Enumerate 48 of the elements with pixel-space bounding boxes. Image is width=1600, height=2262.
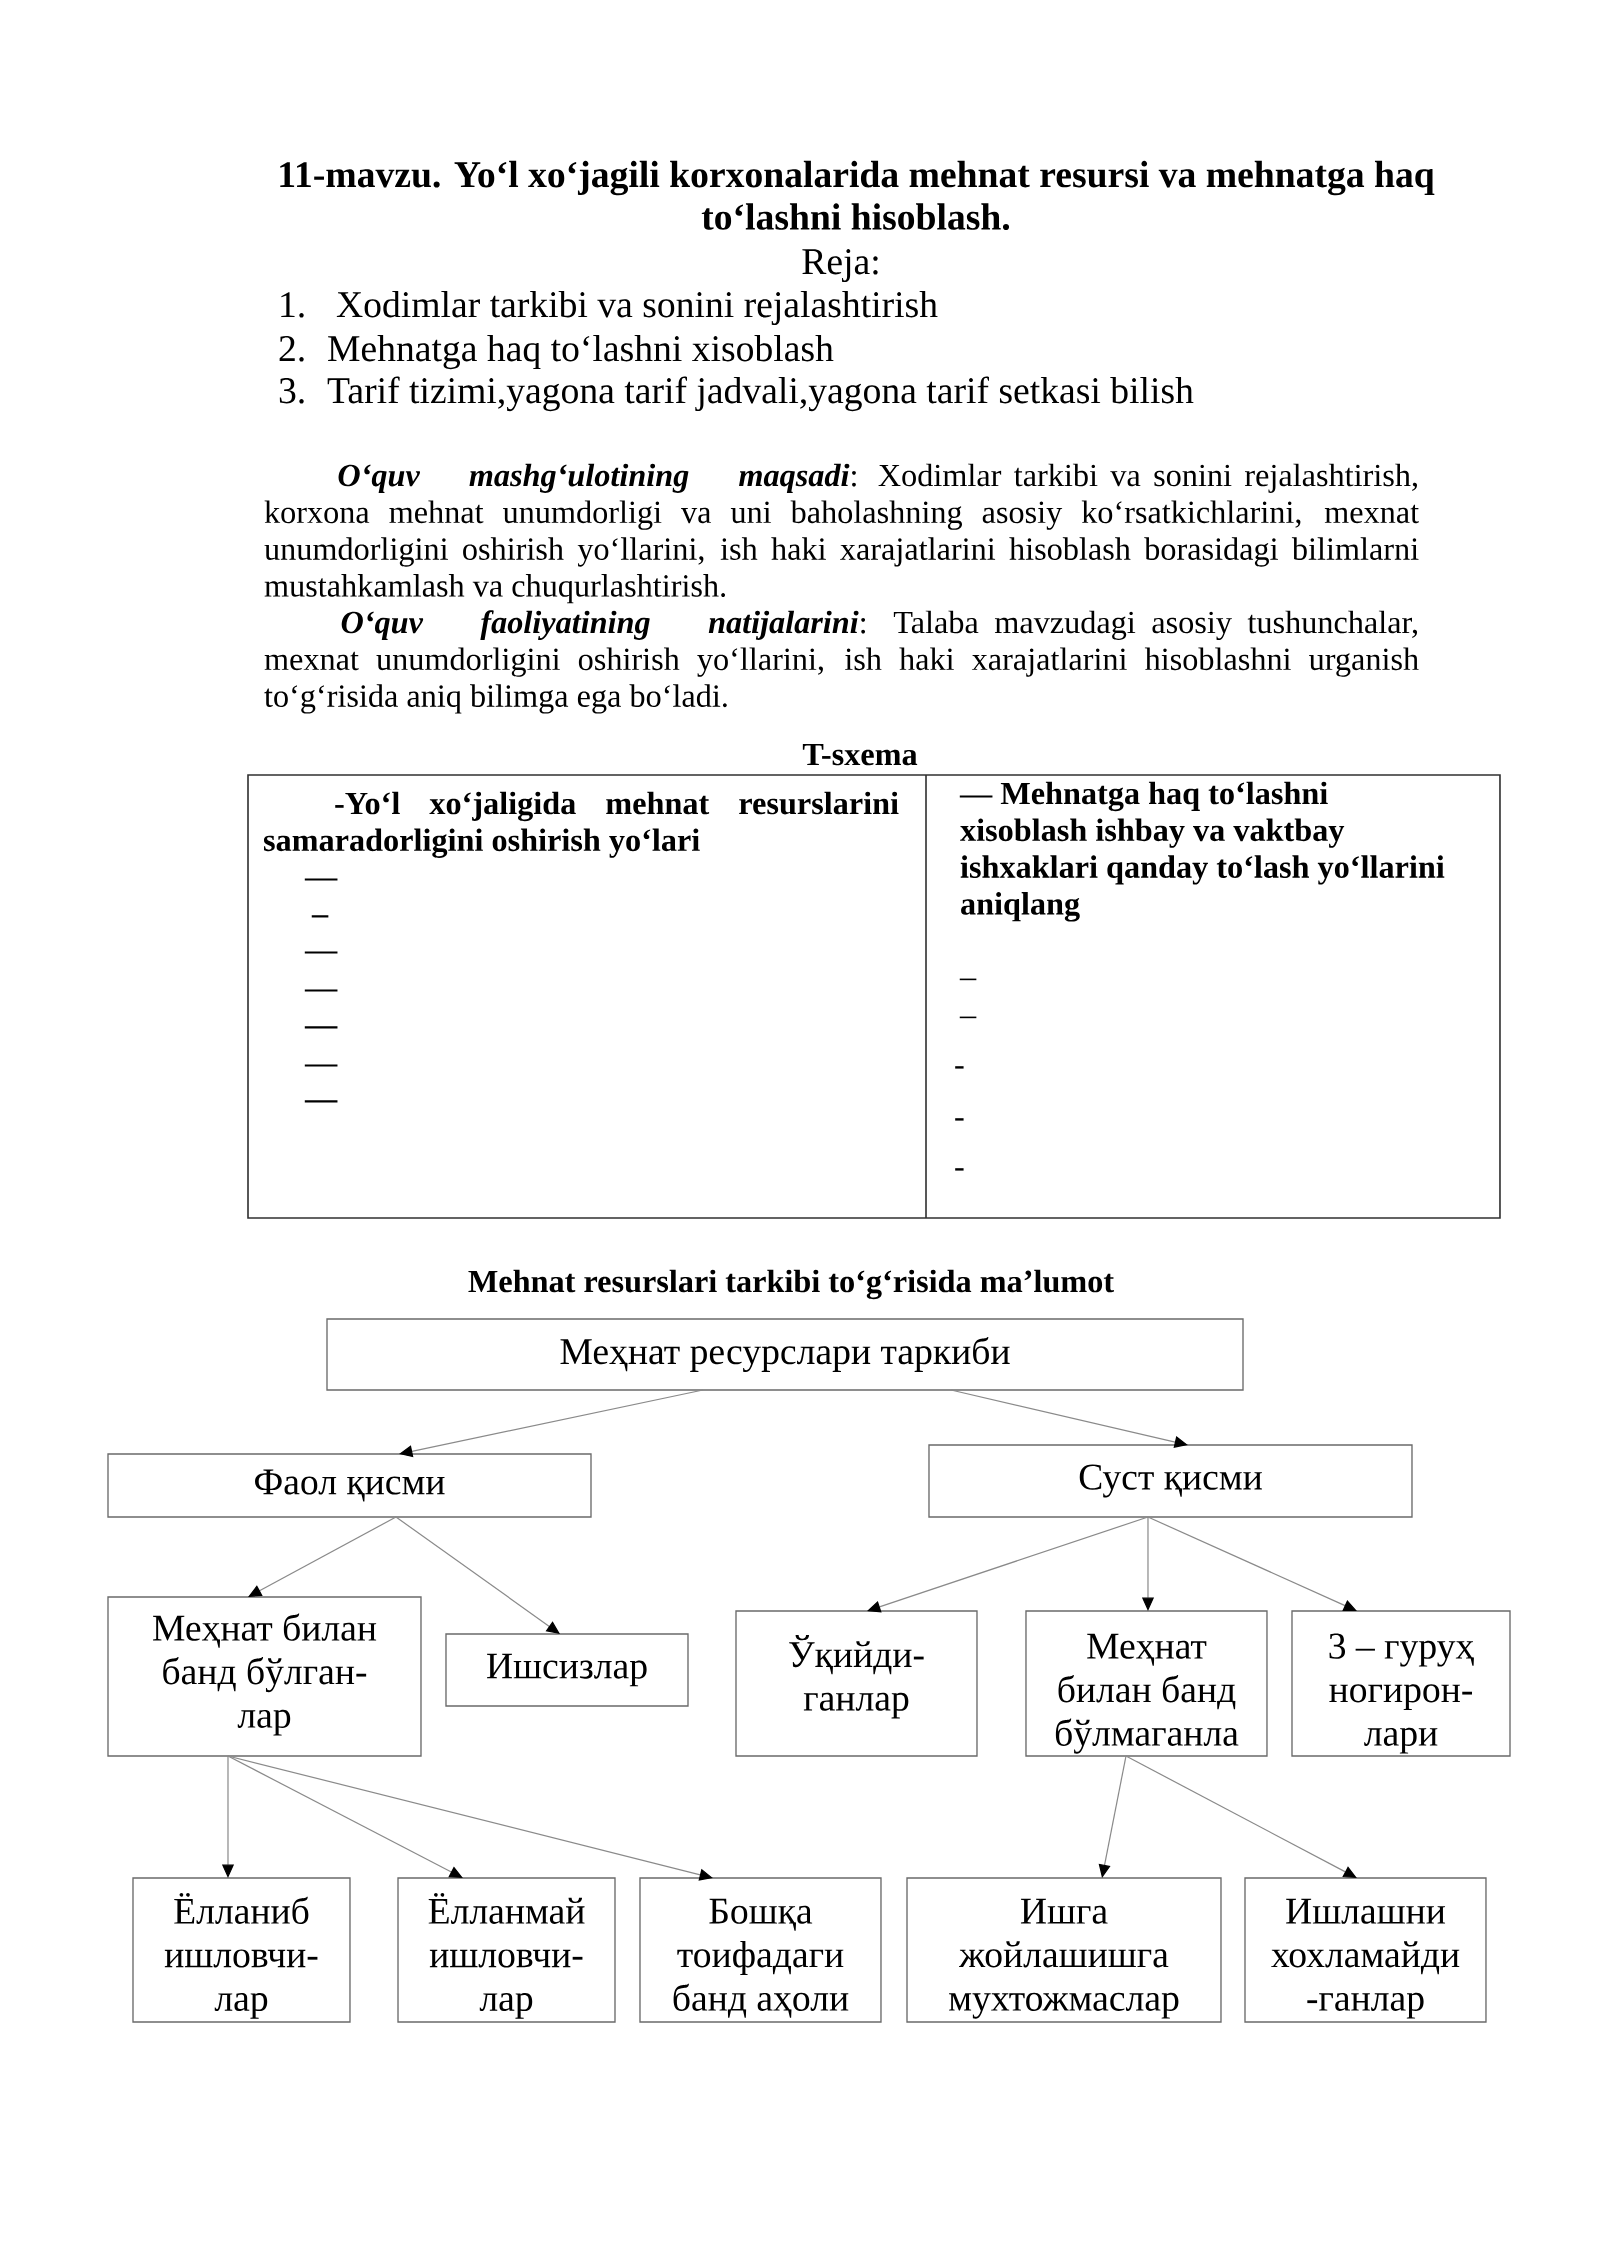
dash-bullet: - xyxy=(955,1066,964,1069)
dash-bullet: — xyxy=(304,1100,338,1103)
arrow xyxy=(399,1389,704,1458)
arrow xyxy=(1147,1516,1357,1612)
category-box: Ўқийди- ганлар xyxy=(735,1610,978,1757)
dash-bullet: _ xyxy=(959,1016,977,1019)
arrow xyxy=(1125,1755,1357,1878)
arrow xyxy=(248,1516,397,1597)
arrow xyxy=(950,1389,1188,1448)
arrow xyxy=(1098,1755,1127,1878)
paragraph: Oʻquv faoliyatining natijalarini: Talaba mavzudagi asosiy tushunchalar, mexnat unumdorligini oshirish yo‘llarini, ish haki xarajatlarini hisoblashni urganish toʻgʻrisida aniq bilimga ega boʻladi. xyxy=(264,610,1419,714)
arrow xyxy=(227,1755,463,1878)
dash-bullet: — xyxy=(304,1026,338,1029)
list-item: Xodimlar tarkibi va sonini rejalashtirish xyxy=(336,290,938,326)
category-box: Ёлланиб ишловчи- лар xyxy=(132,1877,351,2023)
plan-heading: Reja: xyxy=(802,249,878,282)
category-box: Ёлланмай ишловчи- лар xyxy=(397,1877,616,2023)
list-number: 3. xyxy=(279,378,304,404)
cell-text: — Mehnatga haq to‘lashni xisoblash ishbay va vaktbay ishxaklari qanday to‘lash yo‘llarini aniqlang xyxy=(959,781,1445,922)
category-box: Ишсизлар xyxy=(445,1633,689,1707)
arrow xyxy=(395,1516,560,1634)
list-number: 2. xyxy=(279,336,304,362)
list-number: 1. xyxy=(281,292,304,318)
dash-bullet: — xyxy=(304,1064,338,1067)
dash-bullet: _ xyxy=(311,915,329,918)
list-item: Tarif tizimi,yagona tarif jadvali,yagona tarif setkasi bilish xyxy=(327,376,1194,412)
category-box: Меҳнат билан банд бўлган- лар xyxy=(107,1596,422,1757)
category-box: Меҳнат билан банд бўлмаганла xyxy=(1025,1610,1268,1757)
category-box: Ишга жойлашишга мухтожмаслар xyxy=(906,1877,1222,2023)
category-box: Суст қисми xyxy=(928,1444,1413,1518)
category-box: 3 – гуруҳ ногирон- лари xyxy=(1291,1610,1511,1757)
arrow xyxy=(867,1516,1149,1613)
category-box: Меҳнат ресурслари таркиби xyxy=(326,1318,1244,1391)
category-box: Бошқа тоифадаги банд аҳоли xyxy=(639,1877,882,2023)
dash-bullet: _ xyxy=(959,978,977,981)
dash-bullet: — xyxy=(304,989,338,992)
category-box: Фаол қисми xyxy=(107,1453,592,1518)
paragraph: Oʻquv mashgʻulotining maqsadi: Xodimlar tarkibi va sonini rejalashtirish, korxona mehnat unumdorligi va uni baholashning asosiy ko‘rsatkichlarini, mexnat unumdorligini oshirish yo‘llarini, ish haki xarajatlarini hisoblash borasidagi bilimlarni mustahkamlash va chuqurlashtirish. xyxy=(264,463,1419,604)
category-box: Ишлашни хохламайди -ганлар xyxy=(1244,1877,1487,2023)
table-title: T-sxema xyxy=(802,743,918,766)
dash-bullet: — xyxy=(304,951,338,954)
title: 11-mavzu. Yo‘l xo‘jagili korxonalarida mehnat resursi va mehnatga haq to‘lashni hisoblash. xyxy=(280,160,1435,231)
dash-bullet: - xyxy=(955,1118,964,1121)
dash-bullet: - xyxy=(955,1168,964,1171)
dash-bullet: — xyxy=(304,878,338,881)
arrow xyxy=(227,1755,713,1881)
list-item: Mehnatga haq to‘lashni xisoblash xyxy=(328,334,834,370)
cell-text: -Yo‘l xo‘jaligida mehnat resurslarini samaradorligini oshirish yo‘lari xyxy=(263,791,899,858)
